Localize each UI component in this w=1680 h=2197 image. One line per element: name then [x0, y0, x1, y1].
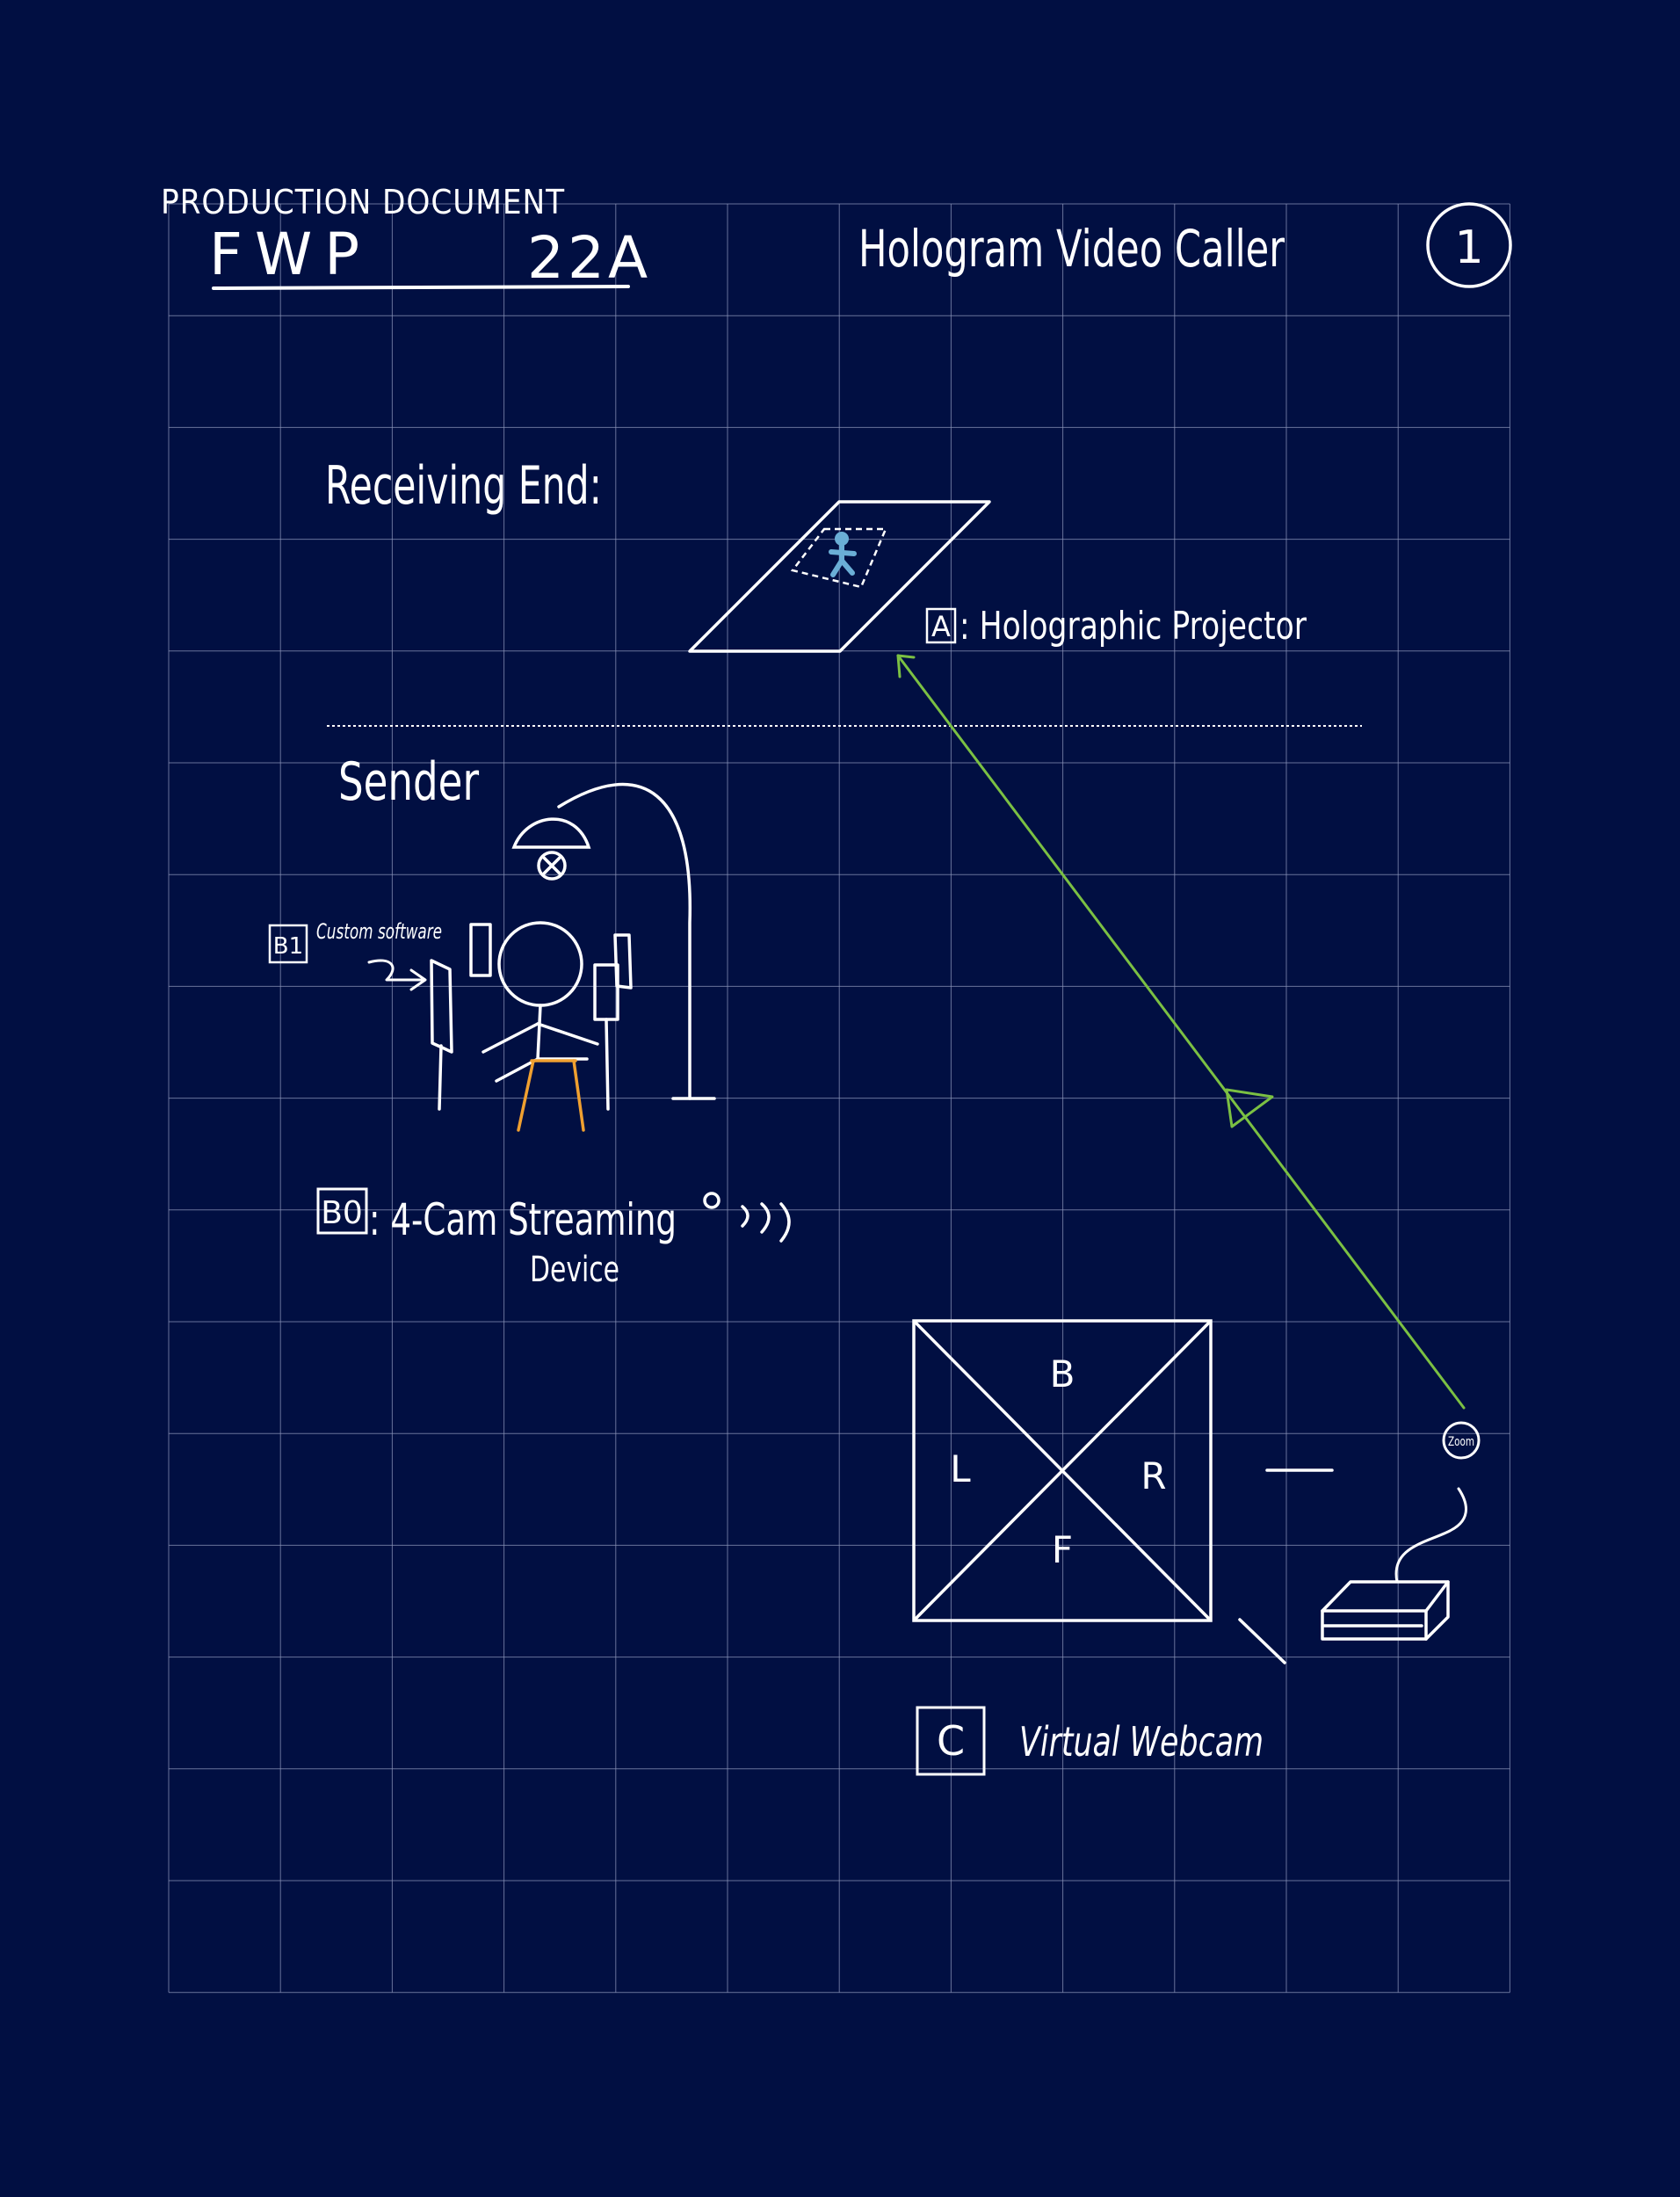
webcam-label: Virtual Webcam — [1019, 1718, 1264, 1766]
receiving-section: Receiving End: A : Holographic Projector — [325, 455, 1307, 653]
document-header: PRODUCTION DOCUMENT FWP 22A Hologram Vid… — [161, 183, 1512, 292]
quad-top-label: B — [1050, 1352, 1075, 1396]
connector-slash — [1238, 1618, 1286, 1664]
doc-label: PRODUCTION DOCUMENT — [161, 183, 565, 221]
cable — [1394, 1487, 1467, 1584]
sender-heading: Sender — [338, 751, 479, 813]
webcam-tag-box — [916, 1706, 986, 1776]
projector-tag-box — [925, 607, 957, 644]
hologram-frame — [790, 527, 887, 589]
stool — [517, 1059, 585, 1132]
software-tag-box — [268, 924, 308, 964]
studio-lamp — [511, 782, 716, 1100]
project-code: FWP — [209, 221, 372, 288]
receiving-heading: Receiving End: — [325, 455, 602, 517]
quad-view — [912, 1319, 1213, 1622]
signal-arrow — [896, 654, 1466, 1410]
sender-person — [482, 921, 599, 1083]
broadcast-signal-icon — [703, 1192, 791, 1243]
projector-plate — [688, 500, 991, 653]
project-number: 22A — [527, 224, 651, 292]
quad-left-label: L — [950, 1447, 971, 1490]
device-tag-box — [316, 1187, 368, 1235]
projector-label: : Holographic Projector — [959, 604, 1307, 649]
software-label: Custom software — [316, 919, 442, 944]
webcam-tag: C — [937, 1717, 965, 1765]
page-number: 1 — [1454, 221, 1483, 274]
zoom-badge-label: Zoom — [1448, 1435, 1474, 1449]
quad-bottom-label: F — [1052, 1528, 1073, 1571]
device-label-line2: Device — [530, 1250, 619, 1290]
hologram-figure — [829, 532, 857, 577]
sender-section: Sender — [268, 751, 791, 1290]
device-label-line1: : 4-Cam Streaming — [369, 1194, 677, 1245]
software-pointer-arrow — [367, 959, 427, 991]
quad-right-label: R — [1141, 1454, 1166, 1497]
project-title: Hologram Video Caller — [858, 219, 1285, 279]
projector-tag: A — [931, 610, 951, 643]
device-tag: B0 — [321, 1195, 363, 1231]
webcam-section: B L R F Zoom C Virtual Webcam — [912, 1319, 1481, 1776]
title-underline — [212, 285, 630, 290]
computer-box — [1321, 1580, 1450, 1641]
software-tag: B1 — [273, 933, 303, 960]
zoom-app-icon: Zoom — [1442, 1421, 1481, 1460]
camera-stands — [430, 923, 633, 1111]
page-number-circle — [1426, 202, 1512, 288]
